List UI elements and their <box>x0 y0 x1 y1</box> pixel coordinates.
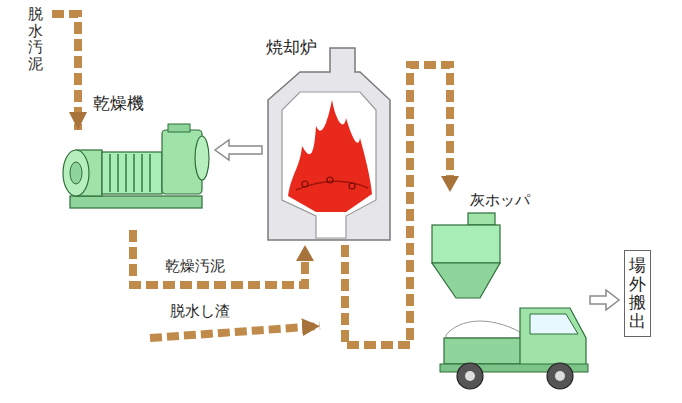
hollow-arrow <box>590 290 619 310</box>
dryer-end-cap <box>63 150 89 196</box>
dryer-hub <box>70 162 82 184</box>
flame <box>288 100 372 212</box>
node-label: 焼却炉 <box>266 38 317 58</box>
arrow-head <box>441 176 459 192</box>
hopper-body <box>432 225 500 263</box>
node-label: 灰ホッパ <box>470 192 530 209</box>
node-label: 乾燥機 <box>93 94 144 114</box>
hopper-funnel <box>432 263 500 298</box>
dashed-flow <box>345 65 450 345</box>
furnace-chamber <box>282 92 376 238</box>
hollow-arrow <box>215 140 262 160</box>
wheel <box>457 363 483 389</box>
furnace-housing <box>268 48 390 240</box>
ember <box>302 181 308 187</box>
feed-arrow <box>150 326 320 338</box>
dashed-flow <box>133 230 305 285</box>
truck-bed <box>444 338 522 364</box>
edge-label: 乾燥汚泥 <box>165 258 225 275</box>
ash-load <box>446 321 520 338</box>
wheel <box>547 363 573 389</box>
wheel-hub <box>465 371 475 381</box>
feed-arrow <box>52 14 78 130</box>
incinerator-unit: 焼却炉 <box>262 36 395 245</box>
ash-hopper-unit: 灰ホッパ <box>430 192 548 305</box>
flow-connector <box>133 230 314 285</box>
dryer-outlet <box>168 124 190 132</box>
flow-connector <box>215 140 262 160</box>
dryer-rods <box>110 154 150 192</box>
truck-cab <box>520 308 586 368</box>
flow-label: 脱水汚泥 <box>28 6 43 72</box>
dryer-motor-cap <box>195 136 209 180</box>
dryer-unit: 乾燥機 <box>55 94 215 230</box>
dryer-base <box>70 196 202 208</box>
hopper-lid <box>468 213 495 225</box>
arrow-head <box>296 245 314 261</box>
flow-label: 脱水し渣 <box>170 303 230 320</box>
truck-window <box>530 314 578 334</box>
destination-box: 場外搬出 <box>624 250 651 337</box>
flow-connector <box>345 65 459 345</box>
wheel-hub <box>555 371 565 381</box>
ember <box>349 183 355 189</box>
dryer-drum <box>102 152 162 194</box>
ember <box>327 177 333 183</box>
node-label: 場外搬出 <box>629 256 646 331</box>
